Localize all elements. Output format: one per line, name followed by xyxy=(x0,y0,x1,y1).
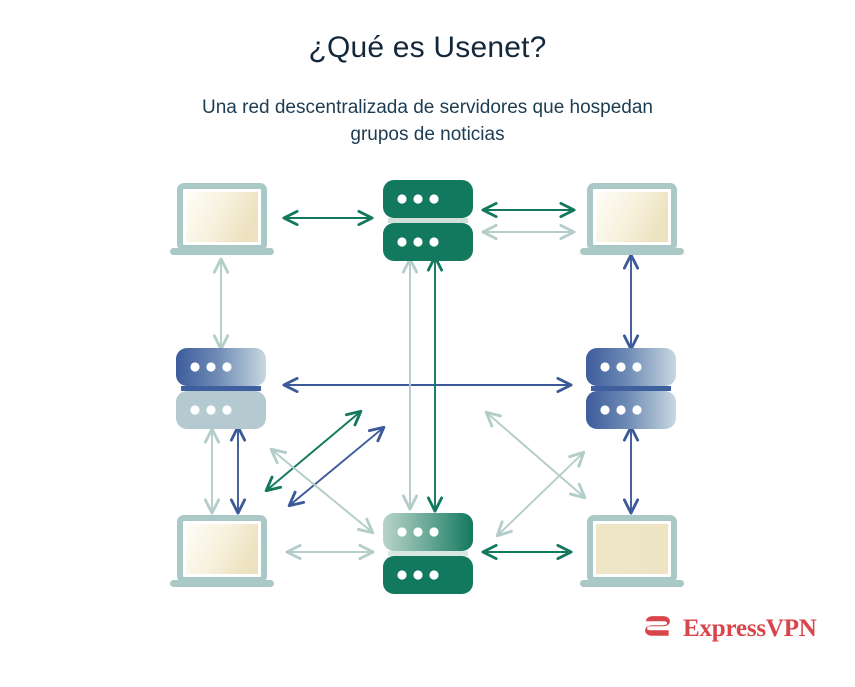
node-laptop-bottom-left[interactable] xyxy=(170,515,274,587)
page-title: ¿Qué es Usenet? xyxy=(308,31,547,64)
node-laptop-top-left[interactable] xyxy=(170,183,274,255)
express-vpn-logo: ExpressVPN xyxy=(641,612,817,645)
page-subtitle: Una red descentralizada de servidores qu… xyxy=(201,97,654,145)
connection-server-middle-left-server-top-center-navy xyxy=(287,425,386,508)
node-server-middle-right[interactable] xyxy=(586,348,676,429)
connection-layer xyxy=(203,201,640,561)
connection-server-middle-left-server-top-center-green xyxy=(264,409,363,493)
usenet-network-diagram xyxy=(170,180,684,594)
node-server-middle-left[interactable] xyxy=(176,348,266,429)
express-vpn-e-mark xyxy=(645,616,670,636)
node-laptop-bottom-right[interactable] xyxy=(580,515,684,587)
node-laptop-top-right[interactable] xyxy=(580,183,684,255)
node-server-top-center[interactable] xyxy=(383,180,473,261)
connection-server-top-center-server-middle-right xyxy=(484,410,587,500)
express-vpn-wordmark: ExpressVPN xyxy=(683,615,817,642)
connection-server-bottom-center-server-middle-right xyxy=(495,450,586,538)
connection-server-middle-left-server-bottom-center xyxy=(269,447,375,535)
node-server-bottom-center[interactable] xyxy=(383,513,473,594)
